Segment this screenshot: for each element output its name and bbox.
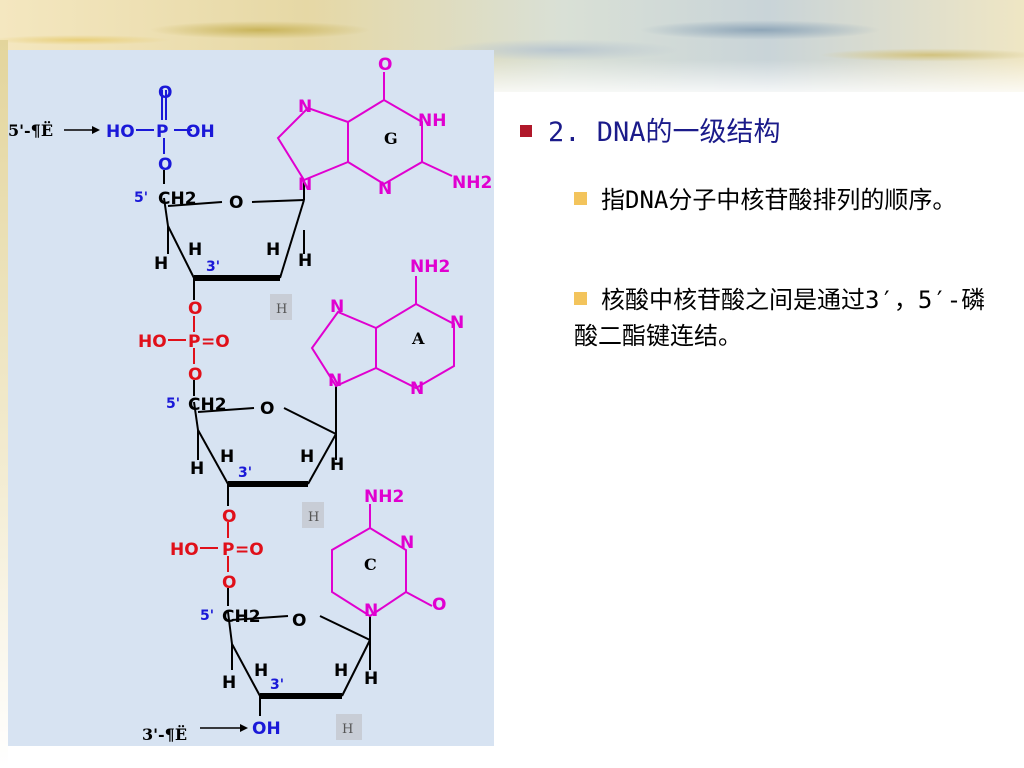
ring-o-2: O [260,399,274,419]
phosphate3-o-bottom: O [222,573,236,593]
h-2c: H [300,447,314,467]
phosphate3-p: P [222,540,234,560]
a-n7: N [330,297,344,317]
five-prime-arrow-head [92,126,100,134]
h-2a: H [220,447,234,467]
three-prime-label-1: 3' [206,259,220,275]
h-box-1 [270,294,292,320]
backbone-bonds [136,90,371,716]
h-box-2-text: H [308,510,319,525]
decorative-left-strip [0,40,8,768]
three-prime-label-2: 3' [238,465,252,481]
bullet-item-1: 指DNA分子中核苷酸排列的顺序。 [574,182,994,218]
c-n1: N [364,601,378,621]
h-2b: H [190,459,204,479]
ring-o-1: O [229,193,243,213]
c-nh2: NH2 [364,487,404,507]
h-2d: H [330,455,344,475]
phosphate1-ho: HO [106,122,135,142]
g-o6: O [378,55,392,75]
bullet-square-icon [574,192,587,205]
phosphate1-o-top: O [158,83,172,103]
a-n1: N [450,313,464,333]
c-o2: O [432,595,446,615]
heading-bullet-icon [520,125,532,137]
phosphate3-o-right: =O [235,540,264,560]
g-n3: N [378,179,392,199]
grey-h-boxes: H H H [270,294,362,740]
ch2-3: CH2 [222,607,261,627]
dna-structure-svg: O HO P OH O CH2 O H H H H O HO P =O O CH… [8,55,492,744]
g-n7: N [298,97,312,117]
phosphate1-o-bottom: O [158,155,172,175]
phosphate3-o-top: O [222,507,236,527]
h-box-2 [302,502,324,528]
dna-structure-diagram: O HO P OH O CH2 O H H H H O HO P =O O CH… [8,50,494,746]
a-n3: N [410,379,424,399]
bullet-text-1: 指DNA分子中核苷酸排列的顺序。 [601,186,957,214]
oh-3-end: OH [252,719,281,739]
h-1a: H [188,240,202,260]
bullet-text-2: 核酸中核苷酸之间是通过3′，5′-磷酸二酯键连结。 [574,286,986,350]
slide-heading: 2. DNA的一级结构 [520,110,990,149]
ring-o-3: O [292,611,306,631]
g-nh2: NH2 [452,173,492,193]
base-label-c: C [364,555,377,574]
base-label-a: A [411,329,425,348]
h-box-3 [336,714,362,740]
bullet-item-2: 核酸中核苷酸之间是通过3′，5′-磷酸二酯键连结。 [574,282,994,354]
phosphate2-o-bottom: O [188,365,202,385]
phosphate2-p: P [188,332,200,352]
three-prime-end-label: 3'-¶Ë [142,724,187,744]
phosphate2-o-right: =O [201,332,230,352]
g-n9: N [298,175,312,195]
h-3c: H [334,661,348,681]
h-box-1-text: H [276,302,287,317]
five-prime-label-3: 5' [200,608,214,624]
h-3d: H [364,669,378,689]
phosphate1-oh: OH [186,122,215,142]
h-1d: H [298,251,312,271]
heading-text: 2. DNA的一级结构 [548,117,781,148]
h-3b: H [222,673,236,693]
ch2-2: CH2 [188,395,227,415]
three-prime-label-3: 3' [270,677,284,693]
h-3a: H [254,661,268,681]
base-bonds [276,72,455,618]
five-prime-label-2: 5' [166,396,180,412]
h-box-3-text: H [342,722,353,737]
ch2-1: CH2 [158,189,197,209]
h-1b: H [154,254,168,274]
a-nh2: NH2 [410,257,450,277]
three-prime-arrow-head [240,724,248,732]
five-prime-label-1: 5' [134,190,148,206]
phosphate2-o-top: O [188,299,202,319]
phosphate2-ho: HO [138,332,167,352]
ring-bold-edges [194,275,342,699]
c-n3: N [400,533,414,553]
phosphate3-ho: HO [170,540,199,560]
phosphate1-p: P [156,122,168,142]
base-label-g: G [384,129,398,148]
g-nh: NH [418,111,446,131]
a-n9: N [328,371,342,391]
bullet-square-icon [574,292,587,305]
five-prime-end-label: 5'-¶Ë [8,120,53,140]
h-1c: H [266,240,280,260]
